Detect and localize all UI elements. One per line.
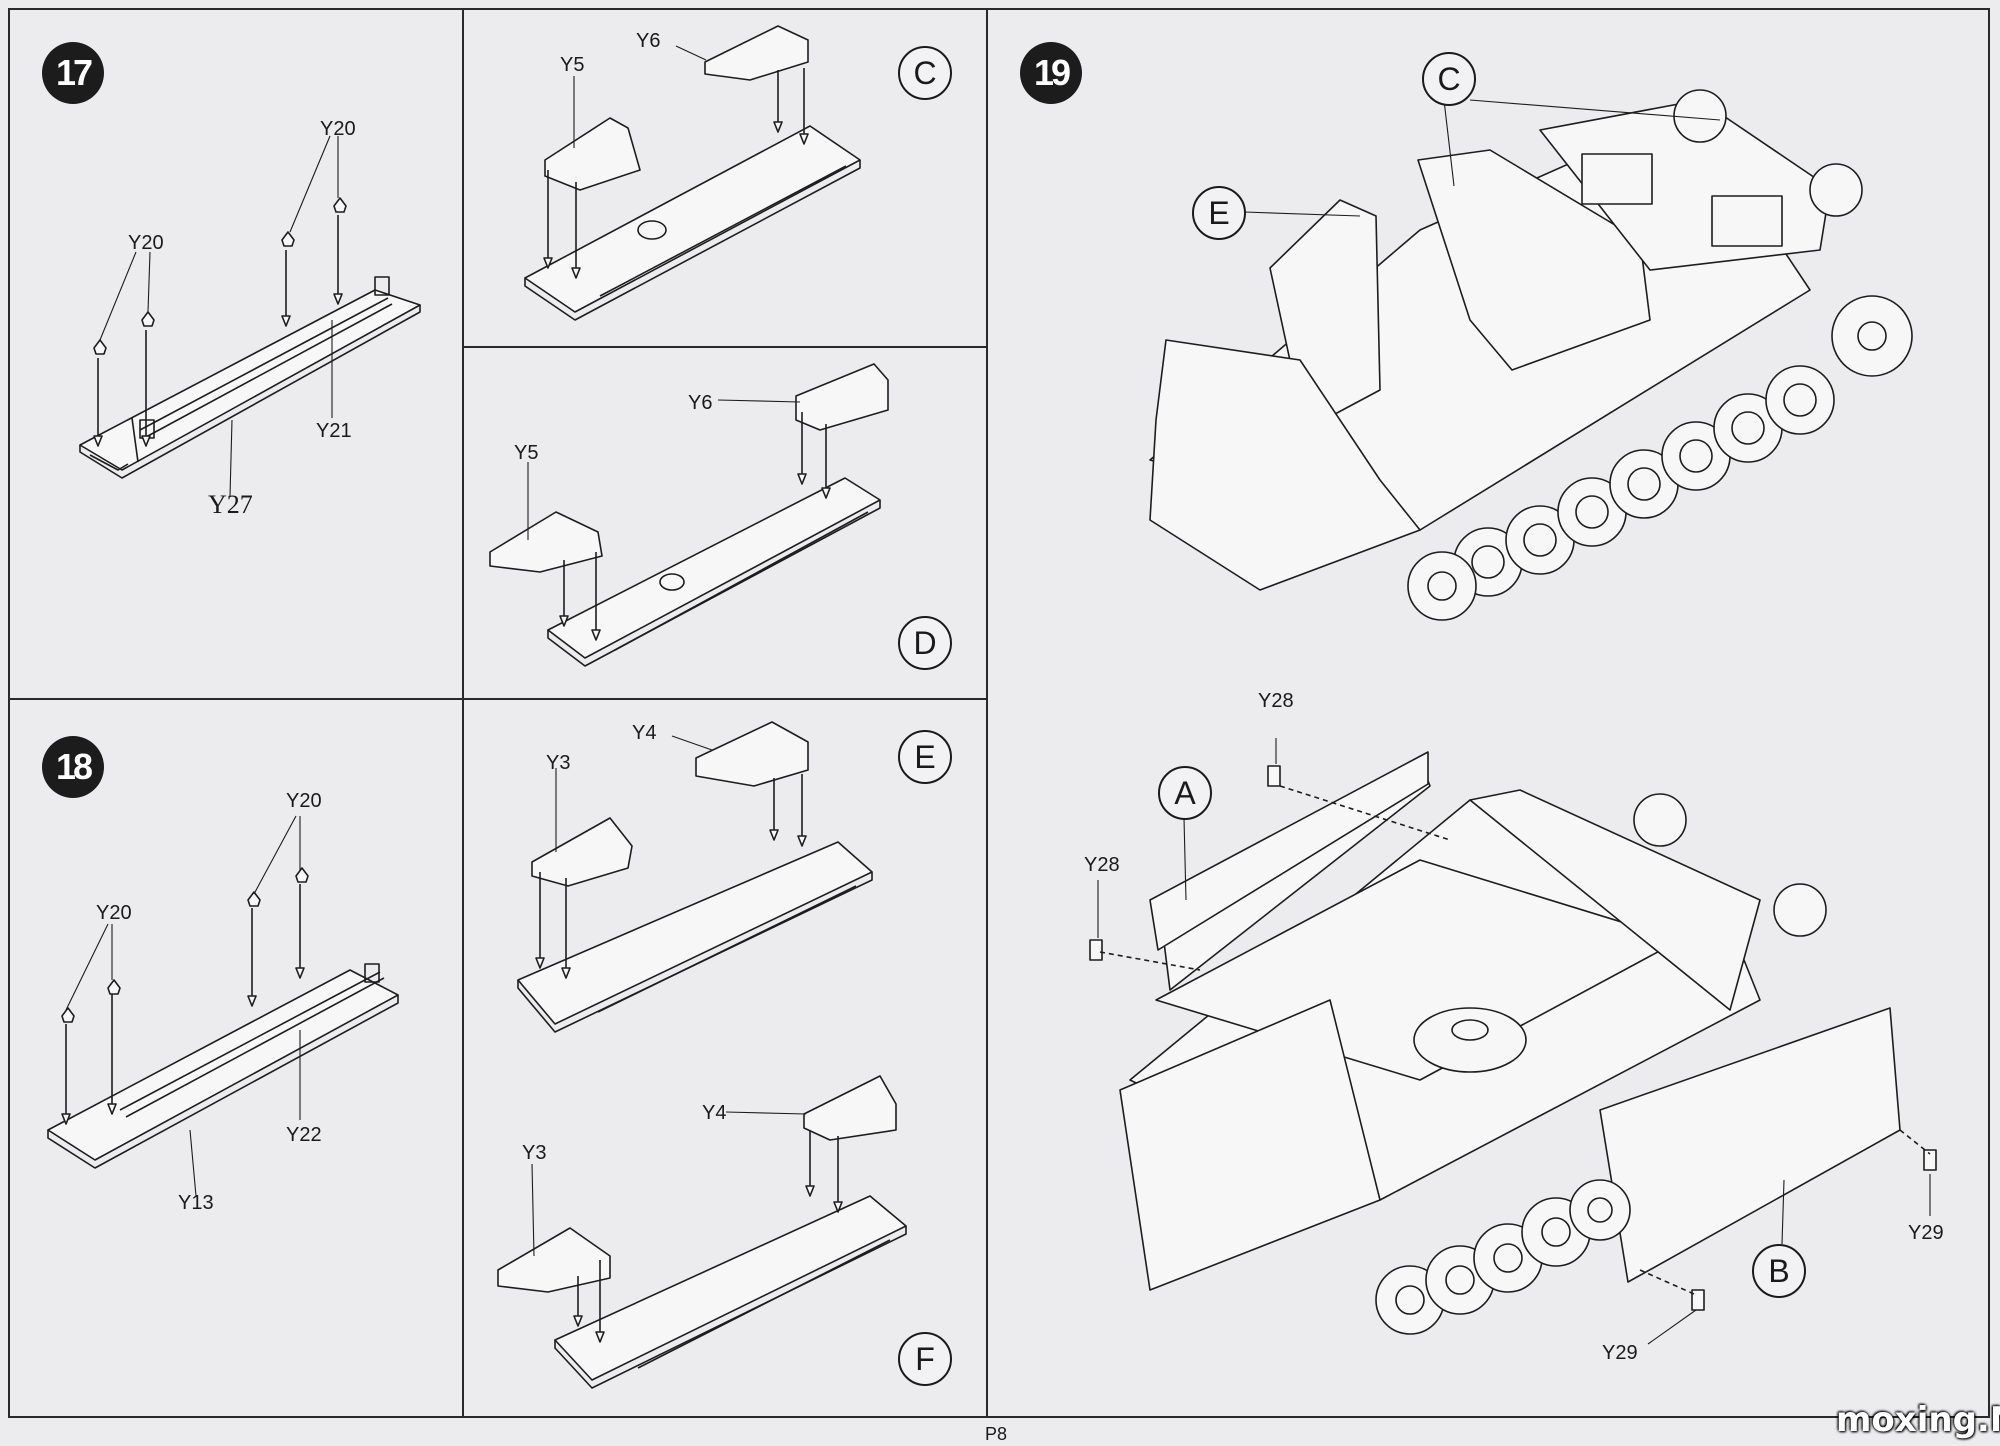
sub-e-art: [517, 721, 873, 1033]
step-17-plate: [79, 276, 421, 479]
subassembly-d-label: D: [898, 616, 952, 670]
sub-f-art: [497, 1075, 907, 1389]
part-y5-label: Y5: [560, 54, 585, 76]
part-y28-label: Y28: [1084, 854, 1120, 876]
part-y29-label: Y29: [1602, 1342, 1638, 1364]
step-17-badge: 17: [42, 42, 104, 104]
part-y20-label: Y20: [320, 118, 356, 140]
callout-a: A: [1158, 766, 1212, 820]
part-y3-label: Y3: [522, 1142, 547, 1164]
part-y22-label: Y22: [286, 1124, 322, 1146]
page-number: P8: [985, 1424, 1008, 1444]
subassembly-f-label: F: [898, 1332, 952, 1386]
part-y20-label: Y20: [128, 232, 164, 254]
step-19-upper-vehicle: [1149, 89, 1913, 621]
part-y5-label: Y5: [514, 442, 539, 464]
part-y6-label: Y6: [636, 30, 661, 52]
part-y4-label: Y4: [702, 1102, 727, 1124]
lower-road-wheels: [1375, 793, 1827, 1335]
part-y21-label: Y21: [316, 420, 352, 442]
part-y27-label: Y27: [208, 490, 253, 519]
callout-b: B: [1752, 1244, 1806, 1298]
step-18-plate: [47, 815, 399, 1197]
subassembly-e-label: E: [898, 730, 952, 784]
part-y20-label: Y20: [286, 790, 322, 812]
step-19-lower-vehicle: [1089, 738, 1937, 1345]
callout-c: C: [1422, 52, 1476, 106]
part-y6-label: Y6: [688, 392, 713, 414]
watermark-logo: moxing.NET: [1836, 1400, 2000, 1440]
subassembly-c-label: C: [898, 46, 952, 100]
part-y28-label: Y28: [1258, 690, 1294, 712]
part-y4-label: Y4: [632, 722, 657, 744]
upper-road-wheels: [1407, 89, 1913, 621]
step-17-arrows: [93, 135, 347, 497]
part-y3-label: Y3: [546, 752, 571, 774]
sub-d-art: [489, 363, 889, 667]
part-y29-label: Y29: [1908, 1222, 1944, 1244]
sub-c-art: [524, 25, 861, 321]
step-19-panel: [986, 8, 1990, 1418]
step-18-badge: 18: [42, 736, 104, 798]
part-y13-label: Y13: [178, 1192, 214, 1214]
step-19-badge: 19: [1020, 42, 1082, 104]
part-y20-label: Y20: [96, 902, 132, 924]
callout-e: E: [1192, 186, 1246, 240]
